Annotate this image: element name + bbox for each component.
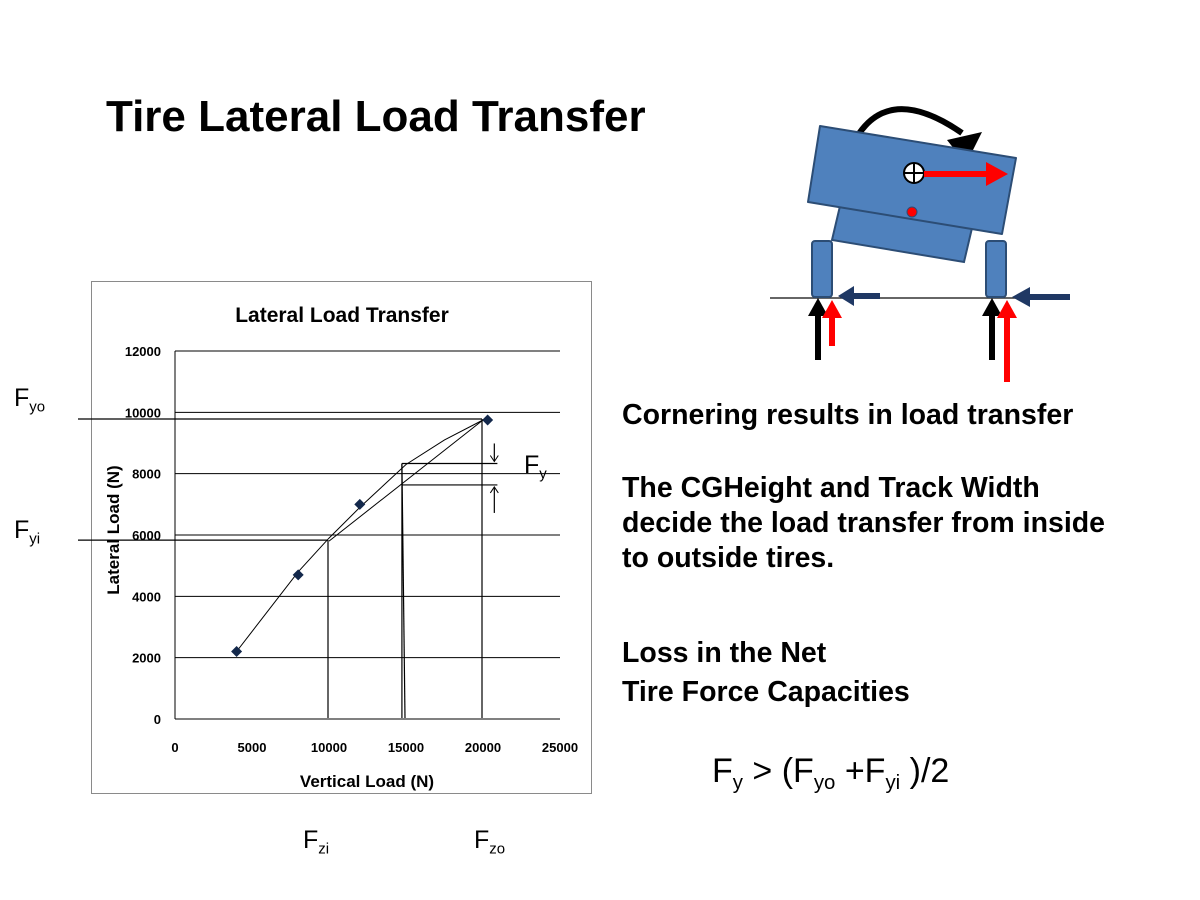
fyo-label: Fyo — [14, 384, 46, 416]
inner-tire-lateral-force-arrowhead-icon — [838, 286, 854, 306]
lateral-load-chart: Lateral Load Transfer 0 2000 4000 6000 8000 1… — [104, 304, 578, 791]
y-tick-label: 4000 — [132, 589, 161, 604]
y-tick-label: 8000 — [132, 467, 161, 482]
bullet-cg-track-width: The CGHeight and Track Width decide the … — [622, 471, 1105, 576]
text-line: Loss in the Net — [622, 637, 827, 669]
vehicle-roll-diagram — [770, 106, 1070, 382]
x-tick-label: 10000 — [311, 740, 347, 755]
y-tick-label: 2000 — [132, 651, 161, 666]
slide-title: Tire Lateral Load Transfer — [106, 92, 646, 141]
inner-vertical-arrowhead-icon — [822, 300, 842, 318]
outer-tire — [985, 240, 1007, 298]
y-tick-label: 10000 — [125, 405, 161, 420]
fit-curve — [236, 419, 484, 652]
inner-tire — [811, 240, 833, 298]
roll-moment-arrowhead-icon — [947, 132, 982, 164]
chart-frame: Lateral Load Transfer 0 2000 4000 6000 8000 1… — [91, 281, 592, 794]
bullet-net-capacity-loss: Loss in the Net Tire Force Capacities — [622, 634, 910, 712]
x-axis-label: Vertical Load (N) — [300, 772, 434, 791]
x-tick-label: 15000 — [388, 740, 424, 755]
roll-center-dot — [906, 206, 918, 218]
data-point — [231, 646, 243, 658]
text-line: The CGHeight and Track Width — [622, 472, 1040, 504]
inner-static-vertical-arrowhead-icon — [808, 298, 828, 316]
outer-vertical-arrowhead-icon — [997, 300, 1017, 318]
x-tick-label: 5000 — [238, 740, 267, 755]
load-transfer-formula: Fy > (Fyo +Fyi )/2 — [712, 752, 950, 795]
data-point — [482, 414, 494, 426]
text-line: decide the load transfer from inside — [622, 507, 1106, 539]
lateral-force-arrowhead-icon — [986, 162, 1008, 186]
y-tick-label: 12000 — [125, 344, 161, 359]
x-tick-label: 25000 — [542, 740, 578, 755]
chart-title: Lateral Load Transfer — [235, 304, 449, 327]
y-tick-label: 0 — [154, 712, 161, 727]
outer-static-vertical-arrowhead-icon — [982, 298, 1002, 316]
y-axis-label: Lateral Load (N) — [104, 465, 123, 594]
data-point — [292, 569, 304, 581]
y-tick-label: 6000 — [132, 528, 161, 543]
fyi-label: Fyi — [14, 516, 41, 548]
outer-tire-lateral-force-arrowhead-icon — [1012, 287, 1030, 307]
x-tick-label: 0 — [171, 740, 178, 755]
data-point — [354, 498, 366, 510]
fzo-label: Fzo — [474, 826, 506, 858]
text-line: Tire Force Capacities — [622, 676, 910, 708]
text-line: to outside tires. — [622, 542, 835, 574]
bullet-load-transfer: Cornering results in load transfer — [622, 399, 1074, 431]
fy-label: Fy — [524, 451, 547, 483]
load-chord-line — [328, 419, 484, 542]
x-tick-label: 20000 — [465, 740, 501, 755]
fzi-label: Fzi — [303, 826, 330, 858]
